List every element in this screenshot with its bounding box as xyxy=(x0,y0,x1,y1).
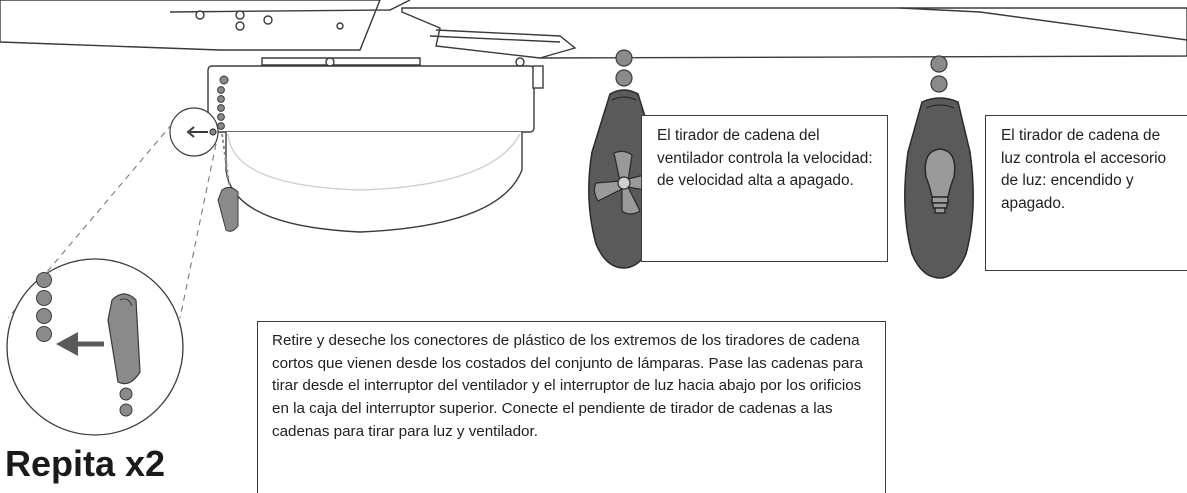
instructions-callout: Retire y deseche los conectores de plást… xyxy=(257,321,886,493)
light-pull-pendant xyxy=(904,55,974,279)
arrow-left-icon xyxy=(186,126,208,138)
instructions-text: Retire y deseche los conectores de plást… xyxy=(272,332,863,440)
light-bulb-icon xyxy=(924,148,956,214)
fan-chain-callout: El tirador de cadena del ventilador cont… xyxy=(641,115,888,262)
switch-housing xyxy=(207,65,544,233)
zoom-detail-circle xyxy=(6,258,184,436)
housing-chain xyxy=(217,75,239,232)
light-chain-text: El tirador de cadena de luz controla el … xyxy=(1001,127,1167,212)
fan-blades xyxy=(0,0,1187,67)
fan-chain-text: El tirador de cadena del ventilador cont… xyxy=(657,127,873,189)
zoom-source-circle xyxy=(169,107,219,157)
light-chain-callout: El tirador de cadena de luz controla el … xyxy=(985,115,1187,271)
repeat-label: Repita x2 xyxy=(4,443,166,484)
